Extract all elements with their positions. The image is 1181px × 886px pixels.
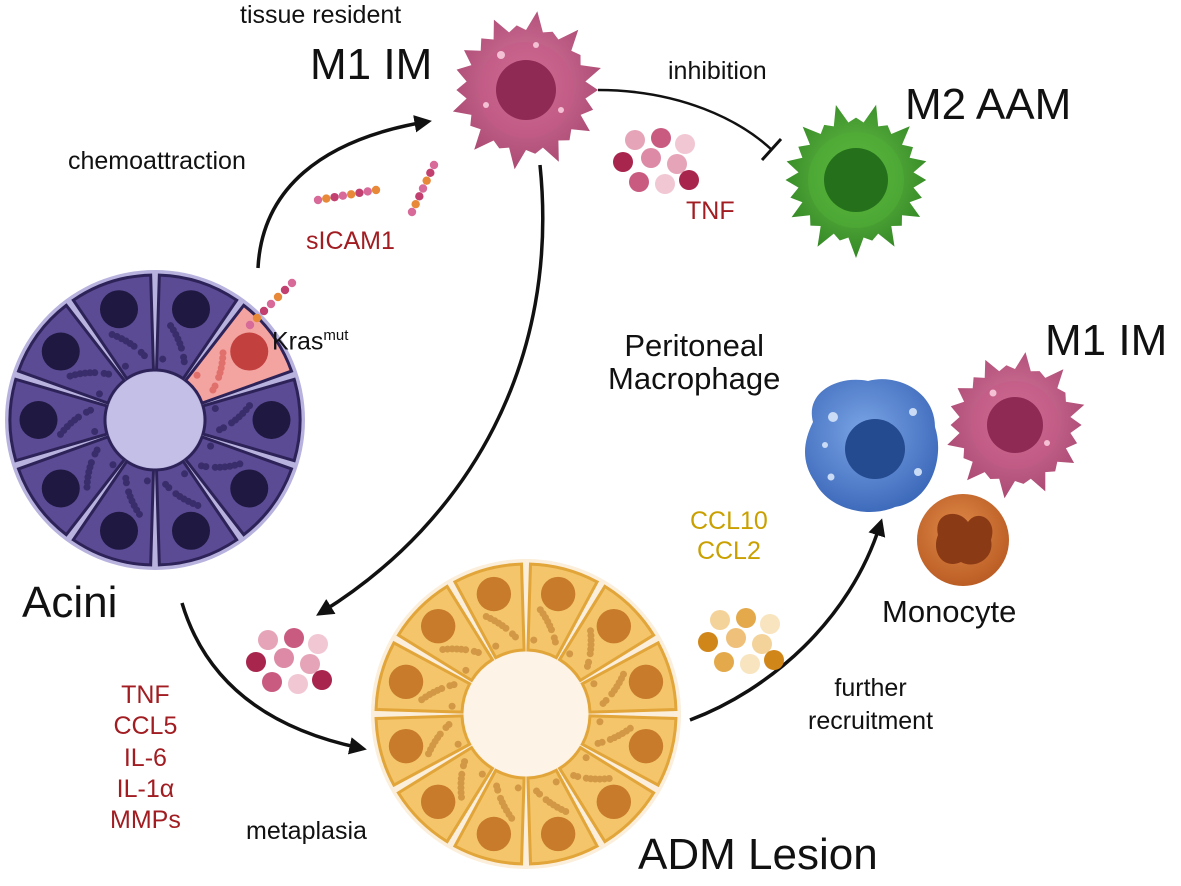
metaplasia-label: metaplasia <box>246 817 367 845</box>
chemoattraction-label: chemoattraction <box>68 147 246 175</box>
ccl-cluster <box>698 608 784 674</box>
inhibition-label: inhibition <box>668 57 767 85</box>
inhibition-line <box>597 88 783 162</box>
acini-label: Acini <box>22 578 118 627</box>
kras-label: Krasmut <box>272 327 349 356</box>
tissue-resident-label: tissue resident <box>240 1 402 29</box>
tnf-cluster-top <box>613 128 699 194</box>
m2-aam-label: M2 AAM <box>905 80 1072 129</box>
arrow-chemoattraction <box>256 115 432 269</box>
ccl-label: CCL10 CCL2 <box>690 507 768 566</box>
arrow-metaplasia <box>180 602 367 755</box>
further-recruitment-label: further recruitment <box>808 674 934 735</box>
m1-macrophage-top <box>452 11 601 170</box>
m2-macrophage <box>785 104 927 258</box>
m1-im-right-label: M1 IM <box>1045 316 1168 365</box>
monocyte-label: Monocyte <box>882 594 1017 629</box>
peritoneal-macrophage <box>805 379 939 513</box>
acini-cluster <box>5 270 305 570</box>
peritoneal-macrophage-label: Peritoneal Macrophage <box>608 328 781 396</box>
m1-im-top-label: M1 IM <box>310 40 433 89</box>
tnf-top-label: TNF <box>686 197 735 225</box>
adm-lesion-cluster <box>371 559 681 869</box>
m1-macrophage-right <box>947 352 1085 499</box>
sicam1-label: sICAM1 <box>306 227 395 255</box>
adm-lesion-label: ADM Lesion <box>638 830 878 879</box>
sicam1-chains <box>245 160 439 330</box>
arrow-m1-to-adm <box>316 164 545 616</box>
cytokine-list: TNF CCL5 IL-6 IL-1α MMPs <box>110 681 181 834</box>
tnf-cluster-left <box>246 628 332 694</box>
arrow-further-recruitment <box>689 518 886 722</box>
monocyte-cell <box>917 494 1009 586</box>
